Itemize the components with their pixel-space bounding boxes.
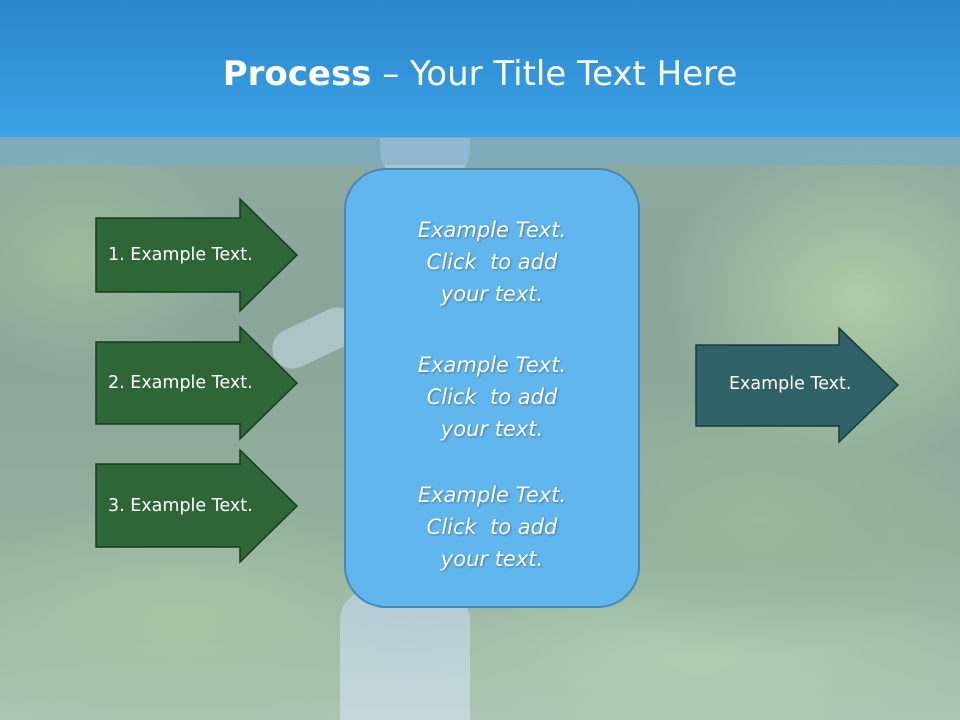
arrow-shape [695,326,900,444]
slide-title[interactable]: Process – Your Title Text Here [0,52,960,96]
center-text-line: Click to add [426,385,558,409]
center-text-line: your text. [440,547,544,571]
center-content-box[interactable]: Example Text. Click to add your text. Ex… [344,168,640,608]
result-arrow[interactable]: Example Text. [695,326,900,444]
center-text-block-3[interactable]: Example Text. Click to add your text. [346,479,638,575]
process-step-3-arrow[interactable]: 3. Example Text. [95,448,299,564]
center-text-line: Click to add [426,515,558,539]
center-text-line: Example Text. [417,353,567,377]
title-bar [0,0,960,137]
process-step-3-label: 3. Example Text. [108,496,253,516]
center-text-line: your text. [440,417,544,441]
result-arrow-label: Example Text. [729,374,852,394]
center-text-line: Click to add [426,250,558,274]
title-strip [0,137,960,165]
center-text-line: Example Text. [417,218,567,242]
center-text-line: Example Text. [417,483,567,507]
center-text-line: your text. [440,282,544,306]
center-text-block-1[interactable]: Example Text. Click to add your text. [346,214,638,310]
arrow-shape [95,325,299,441]
slide-title-bold: Process [222,54,372,94]
background-figure-body [340,590,470,720]
slide-title-rest: – Your Title Text Here [371,54,738,94]
arrow-shape [95,197,299,313]
arrow-shape [95,448,299,564]
process-step-1-arrow[interactable]: 1. Example Text. [95,197,299,313]
process-step-1-label: 1. Example Text. [108,245,253,265]
center-text-block-2[interactable]: Example Text. Click to add your text. [346,349,638,445]
process-step-2-arrow[interactable]: 2. Example Text. [95,325,299,441]
process-step-2-label: 2. Example Text. [108,373,253,393]
